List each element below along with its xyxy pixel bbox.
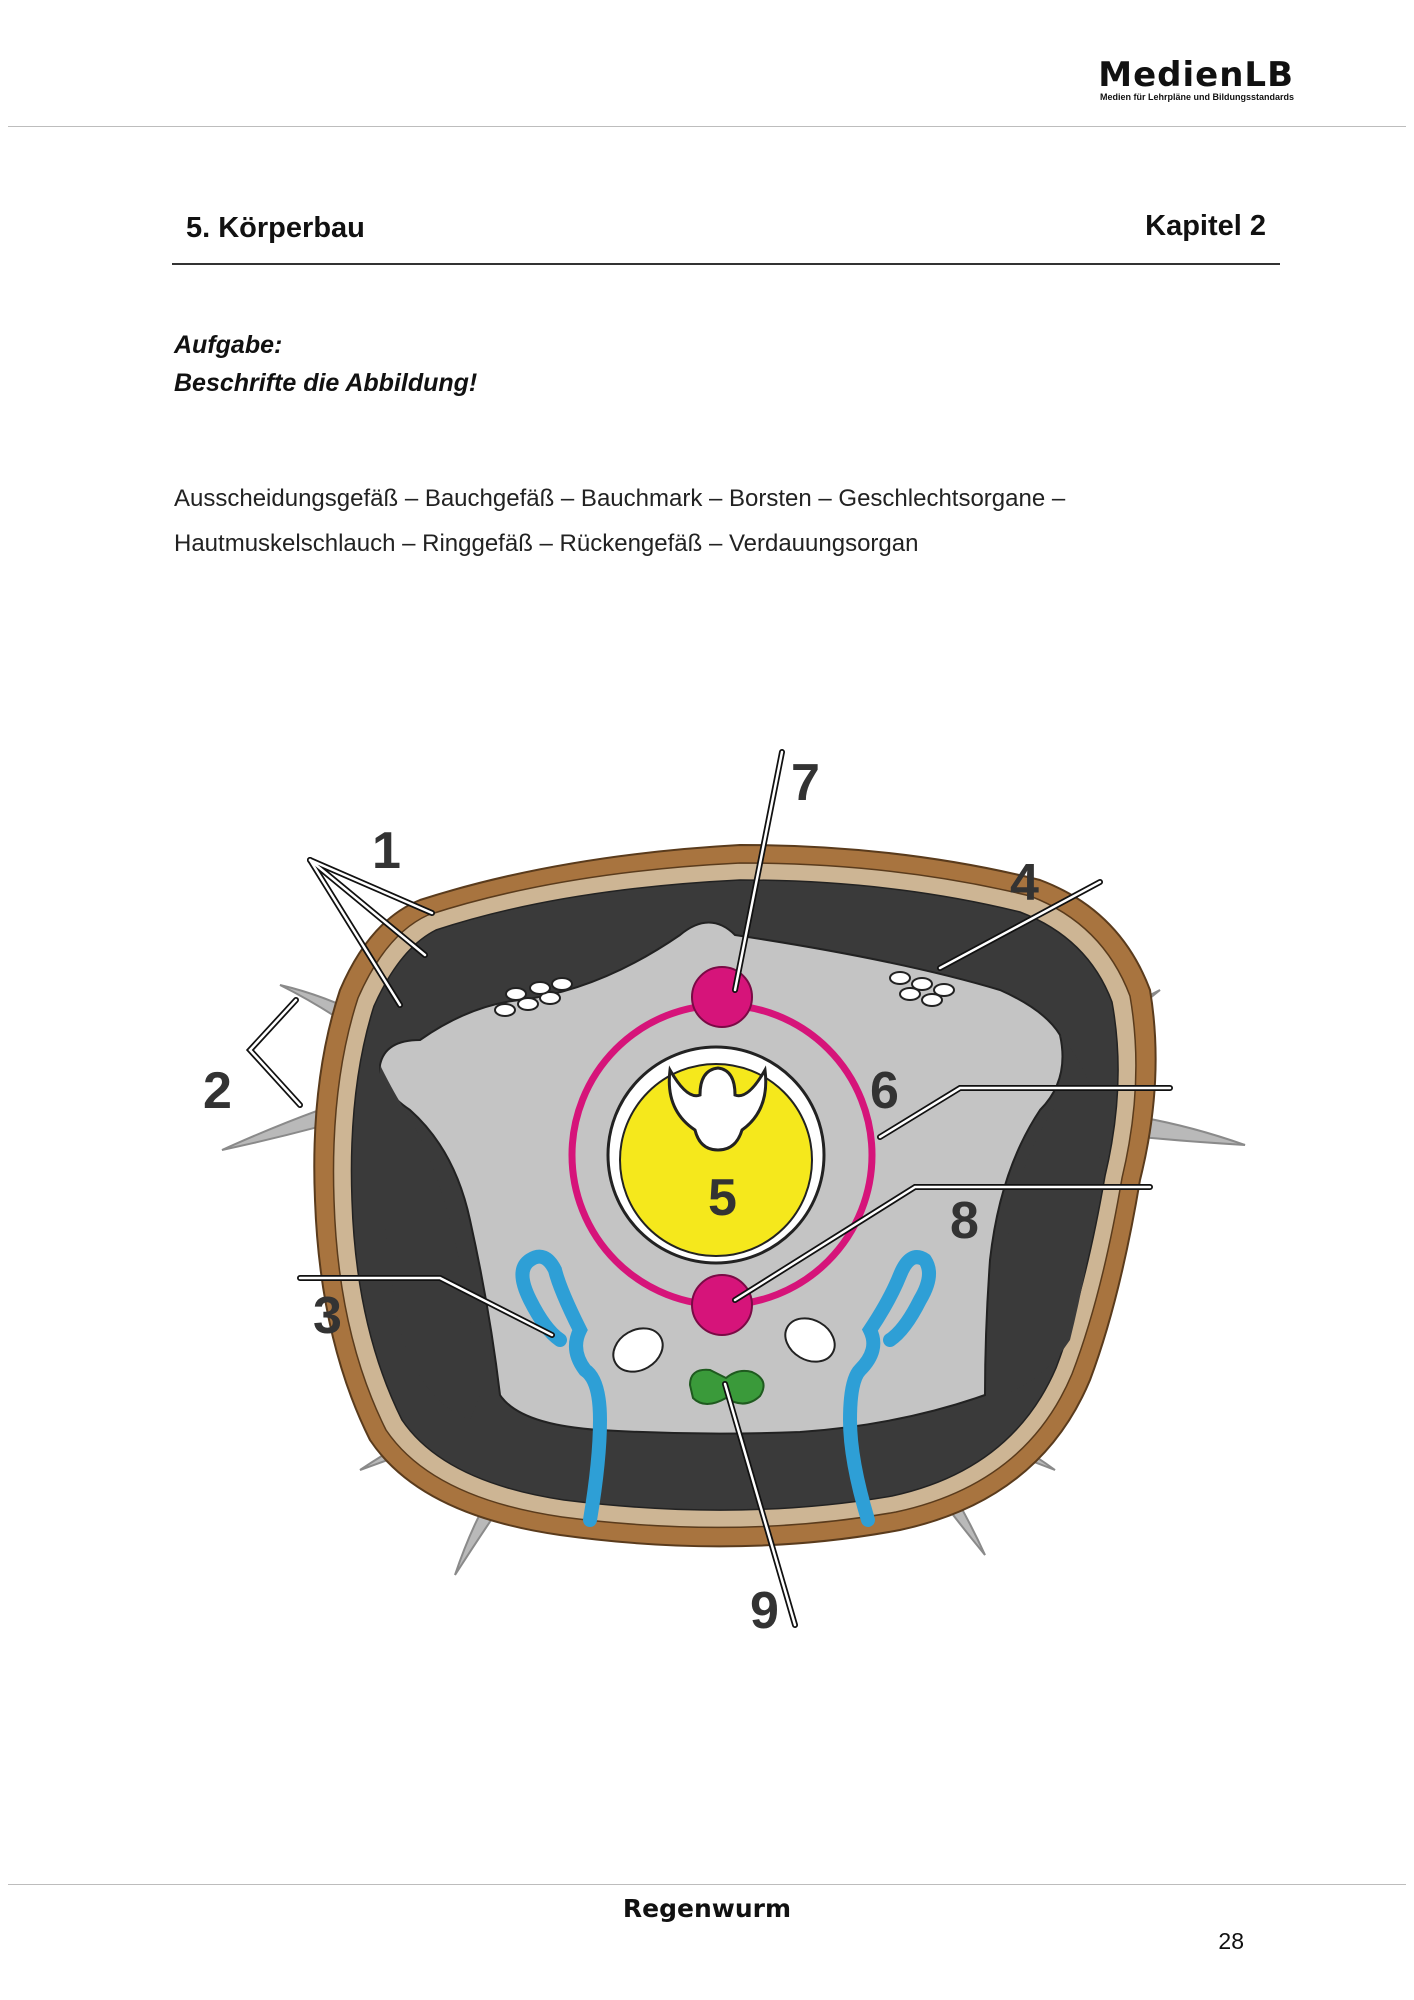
typhlosole	[667, 1065, 768, 1152]
section-title: 5. Körperbau	[186, 212, 365, 244]
word-bank-line-1: Ausscheidungsgefäß – Bauchgefäß – Bauchm…	[174, 485, 1066, 512]
label-4: 4	[1010, 854, 1039, 912]
gut-yellow	[619, 1063, 813, 1257]
footer-divider	[8, 1884, 1406, 1885]
label-2: 2	[203, 1062, 232, 1120]
task-heading: Aufgabe:	[174, 331, 283, 359]
gonad-right	[784, 1317, 836, 1363]
label-9: 9	[750, 1582, 779, 1640]
nephridium-left	[515, 1249, 608, 1527]
label-5: 5	[708, 1169, 737, 1227]
bristle-sacs-left	[494, 977, 573, 1017]
logo-subtitle: Medien für Lehrpläne und Bildungsstandar…	[1099, 92, 1294, 102]
dorsal-vessel	[691, 966, 753, 1028]
footer-title: Regenwurm	[622, 1894, 792, 1923]
gonad-left	[612, 1327, 664, 1373]
label-1: 1	[372, 822, 401, 880]
logo-title: MedienLB	[1098, 55, 1294, 95]
leader-lines	[245, 749, 1173, 1628]
chapter-label: Kapitel 2	[1145, 210, 1266, 242]
muscle-bulge-left	[380, 1065, 480, 1420]
label-8: 8	[950, 1192, 979, 1250]
bristle-sacs-right	[889, 971, 955, 1007]
medienlb-logo: MedienLB Medien für Lehrpläne und Bildun…	[1098, 58, 1294, 102]
nephridium-right	[842, 1250, 936, 1527]
page-number: 28	[1218, 1928, 1244, 1954]
word-bank-line-2: Hautmuskelschlauch – Ringgefäß – Rückeng…	[174, 530, 919, 557]
muscle-bulge-right	[1000, 1035, 1100, 1395]
task-instruction: Beschrifte die Abbildung!	[174, 369, 478, 397]
label-7: 7	[791, 754, 820, 812]
heading-divider	[172, 263, 1280, 265]
word-bank: Ausscheidungsgefäß – Bauchgefäß – Bauchm…	[174, 476, 1274, 566]
task-block: Aufgabe: Beschrifte die Abbildung!	[174, 326, 477, 402]
label-6: 6	[870, 1062, 899, 1120]
earthworm-cross-section-diagram: 1 2 3 4 5 6 7 8 9	[203, 749, 1246, 1640]
label-3: 3	[313, 1287, 342, 1345]
ventral-vessel	[691, 1274, 753, 1336]
header-divider	[8, 126, 1406, 127]
